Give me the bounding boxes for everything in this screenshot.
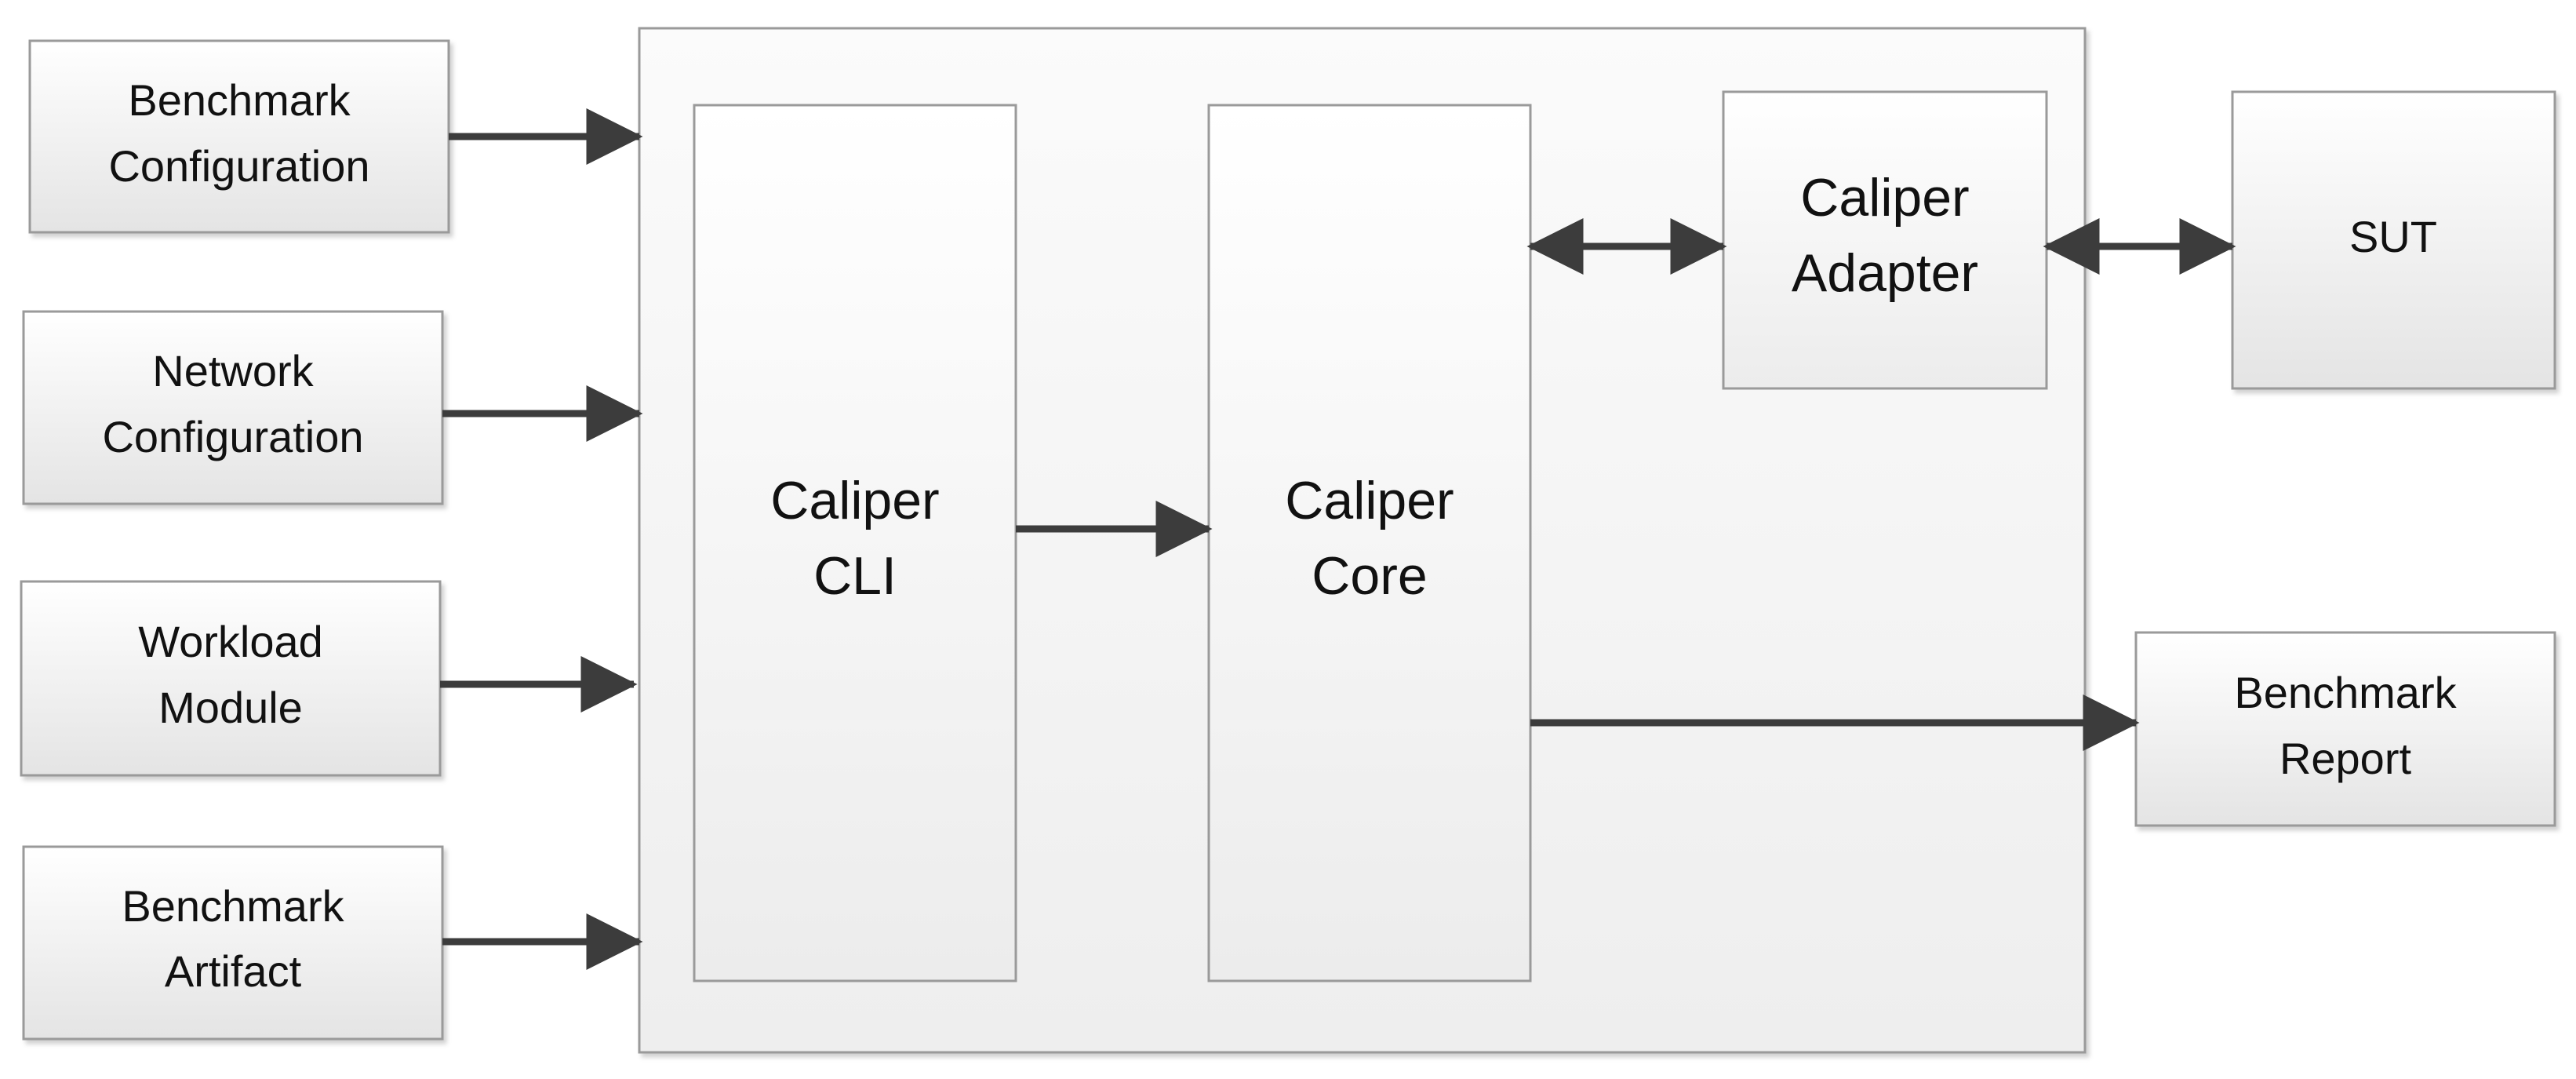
- node-label-line: Caliper: [1285, 471, 1454, 530]
- node-label-line: Configuration: [108, 141, 369, 191]
- node-caliper-core: Caliper Core: [1207, 104, 1532, 982]
- node-label-line: Benchmark: [2234, 668, 2457, 717]
- node-label-line: CLI: [813, 546, 897, 606]
- node-label-line: SUT: [2349, 212, 2437, 261]
- node-label-line: Core: [1312, 546, 1427, 606]
- node-label-line: Benchmark: [122, 881, 344, 931]
- node-benchmark-configuration: Benchmark Configuration: [28, 39, 450, 234]
- node-label-line: Report: [2279, 734, 2412, 783]
- node-benchmark-report: Benchmark Report: [2134, 631, 2556, 827]
- node-label-line: Caliper: [770, 471, 939, 530]
- node-label-line: Module: [158, 683, 303, 732]
- node-sut: SUT: [2231, 90, 2556, 390]
- node-label-line: Caliper: [1800, 168, 1969, 228]
- node-label-line: Workload: [138, 617, 323, 666]
- node-label-line: Benchmark: [128, 75, 351, 125]
- node-caliper-cli: Caliper CLI: [693, 104, 1017, 982]
- node-label-line: Adapter: [1792, 243, 1978, 303]
- node-label-line: Artifact: [165, 946, 302, 996]
- node-workload-module: Workload Module: [20, 580, 442, 777]
- node-network-configuration: Network Configuration: [22, 310, 444, 505]
- node-caliper-adapter: Caliper Adapter: [1722, 90, 2048, 390]
- node-benchmark-artifact: Benchmark Artifact: [22, 845, 444, 1041]
- node-label-line: Network: [152, 346, 314, 396]
- node-label-line: Configuration: [102, 412, 363, 461]
